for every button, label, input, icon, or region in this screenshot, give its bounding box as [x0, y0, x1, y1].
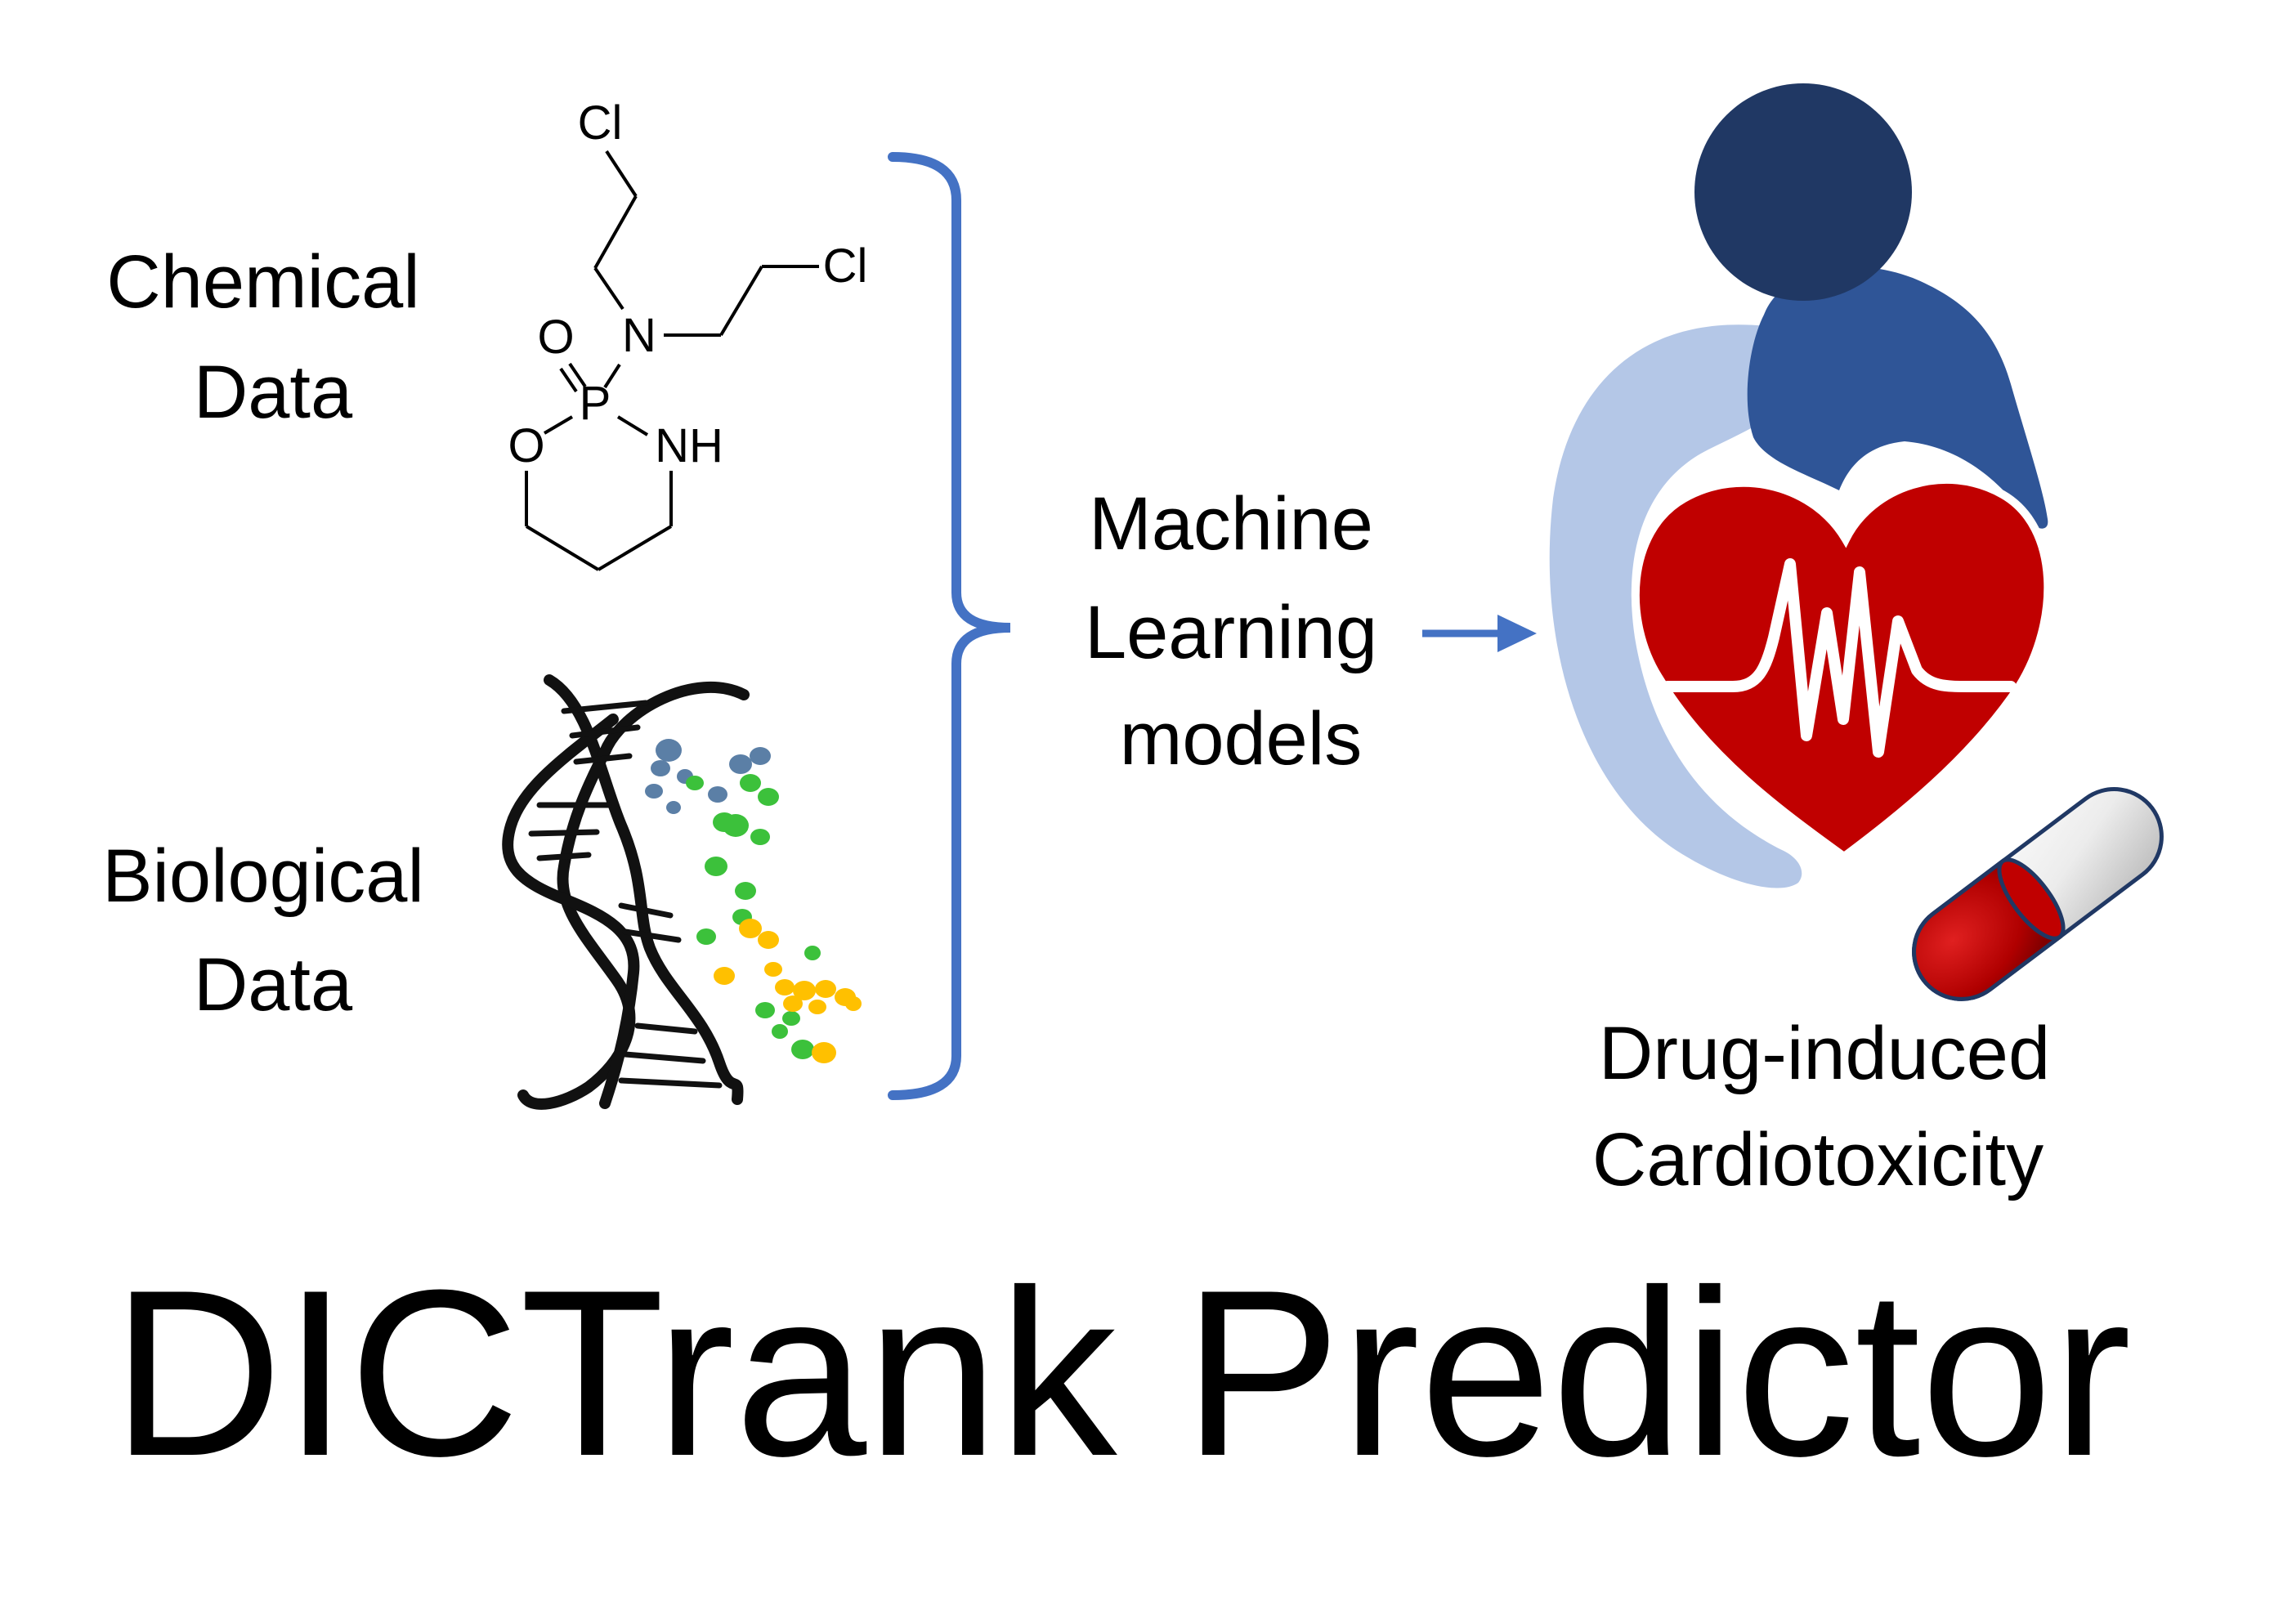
- cell-dot: [666, 801, 681, 814]
- cell-dots: [645, 739, 862, 1063]
- chemical-data-line2: Data: [194, 351, 353, 434]
- person-body-dark: [1747, 266, 2048, 529]
- cell-dot: [705, 857, 727, 876]
- page-title: DICTrank Predictor: [112, 1241, 2132, 1505]
- cell-dot: [791, 1040, 814, 1059]
- cell-dot: [740, 774, 761, 792]
- cell-dot: [645, 784, 663, 799]
- dna-helix-icon: [502, 674, 750, 1110]
- process-line2: Learning: [1085, 591, 1377, 674]
- cell-dot: [764, 962, 782, 977]
- biological-data-label: Biological Data: [102, 834, 424, 1027]
- cell-dot: [714, 967, 735, 985]
- cardiotoxicity-label: Drug-induced Cardiotoxicity: [1592, 1012, 2050, 1201]
- person-heart-icon: [1549, 83, 2053, 888]
- output-line2: Cardiotoxicity: [1592, 1118, 2044, 1201]
- chemical-structure-icon: [525, 150, 819, 571]
- cell-dot: [739, 919, 762, 938]
- atom-cl-top: Cl: [578, 96, 623, 150]
- cell-dot: [696, 928, 716, 945]
- atom-p: P: [580, 377, 611, 430]
- atom-o-ring: O: [508, 419, 544, 472]
- cell-dot: [651, 760, 670, 776]
- cell-dot: [808, 1000, 826, 1014]
- process-line3: models: [1120, 697, 1363, 781]
- person-body-light: [1549, 324, 1802, 888]
- cell-dot: [729, 754, 752, 774]
- atom-n: N: [622, 309, 656, 362]
- molecule-atom-labels: Cl Cl N O P NH O: [508, 96, 867, 472]
- pill-icon: [1912, 787, 2164, 1001]
- person-head: [1694, 83, 1912, 301]
- heartbeat-line: [1662, 558, 2017, 758]
- cell-dot: [775, 979, 795, 995]
- cell-dot: [782, 1011, 800, 1026]
- cell-dot: [783, 995, 803, 1012]
- atom-o-double: O: [537, 311, 574, 364]
- cell-dot: [750, 829, 770, 845]
- cell-dot: [656, 739, 682, 762]
- dna-rungs: [528, 700, 723, 1089]
- cell-dot: [750, 747, 771, 765]
- biological-data-line2: Data: [194, 943, 353, 1027]
- cell-dot: [812, 1042, 836, 1063]
- process-line1: Machine: [1089, 482, 1373, 566]
- cell-dot: [815, 980, 836, 998]
- cell-dot: [793, 981, 816, 1000]
- cell-dot: [686, 776, 704, 790]
- bracket-icon: [888, 152, 1011, 1100]
- cell-dot: [755, 1002, 775, 1018]
- cell-dot: [845, 996, 862, 1011]
- cell-dot: [758, 931, 779, 949]
- cell-dot: [735, 882, 756, 900]
- atom-cl-right: Cl: [823, 239, 868, 293]
- chemical-data-label: Chemical Data: [106, 240, 419, 434]
- output-line1: Drug-induced: [1599, 1012, 2050, 1095]
- cell-dot: [758, 788, 779, 806]
- arrow-icon: [1422, 615, 1537, 652]
- cell-dot: [723, 814, 749, 837]
- cell-dot: [804, 946, 821, 960]
- chemical-data-line1: Chemical: [106, 240, 419, 324]
- heart-icon: [1631, 475, 2053, 862]
- atom-nh: NH: [655, 419, 723, 472]
- cell-dot: [708, 786, 727, 803]
- cell-dot: [772, 1024, 788, 1039]
- biological-data-line1: Biological: [102, 834, 424, 918]
- machine-learning-label: Machine Learning models: [1085, 482, 1377, 781]
